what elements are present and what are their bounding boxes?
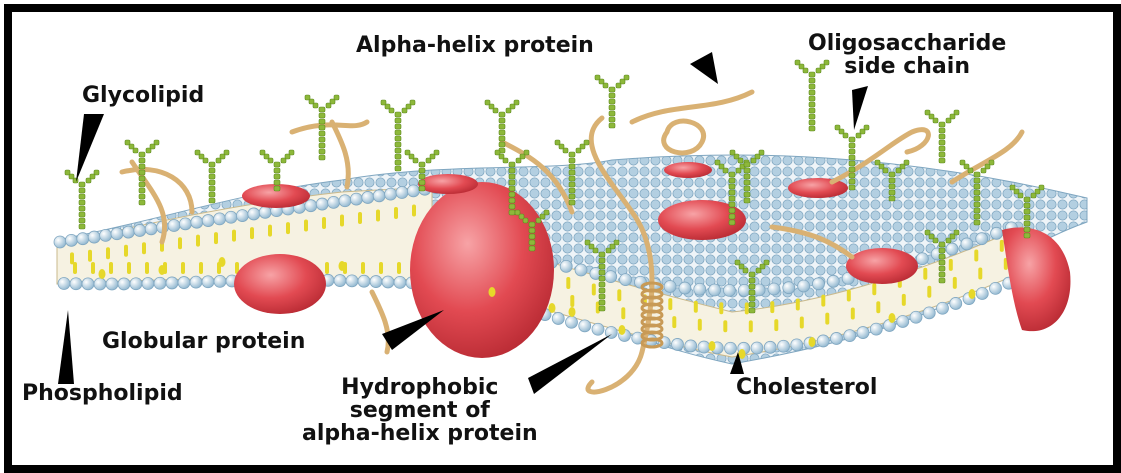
label-hydrophobic-segment: Hydrophobic segment of alpha-helix prote… bbox=[302, 376, 538, 445]
label-glycolipid: Glycolipid bbox=[82, 84, 204, 107]
pointer-oligosaccharide bbox=[852, 86, 868, 130]
pointer-glycolipid bbox=[76, 114, 104, 182]
label-alpha-helix-protein: Alpha-helix protein bbox=[356, 34, 594, 57]
label-hydrophobic-line-3: alpha-helix protein bbox=[302, 422, 538, 445]
label-globular-protein: Globular protein bbox=[102, 330, 305, 353]
pointer-hydrophobic bbox=[528, 334, 612, 394]
label-phospholipid: Phospholipid bbox=[22, 382, 183, 405]
label-oligosaccharide-line-1: Oligosaccharide bbox=[808, 32, 1006, 55]
label-oligosaccharide-side-chain: Oligosaccharide side chain bbox=[808, 32, 1006, 78]
label-hydrophobic-line-2: segment of bbox=[302, 399, 538, 422]
pointer-phospholipid bbox=[58, 310, 74, 384]
diagram-frame: Alpha-helix protein Oligosaccharide side… bbox=[4, 4, 1121, 473]
label-cholesterol: Cholesterol bbox=[736, 376, 877, 399]
label-hydrophobic-line-1: Hydrophobic bbox=[302, 376, 538, 399]
label-oligosaccharide-line-2: side chain bbox=[808, 55, 1006, 78]
pointer-alpha-helix bbox=[690, 52, 718, 84]
